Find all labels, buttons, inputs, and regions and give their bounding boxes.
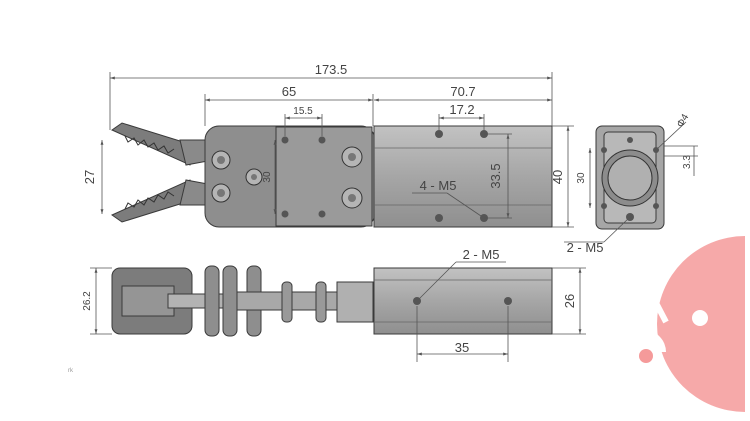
dim-side-height-left: 26.2 [82, 291, 93, 311]
end-view: 30 Φ4 3.3 2 - M5 [564, 112, 698, 255]
dim-body-section: 70.7 [450, 84, 475, 99]
pivot-screws [211, 136, 363, 218]
top-view: 173.5 65 70.7 15.5 17.2 27 30 33.5 40 4 … [82, 62, 574, 228]
side-cylinder-body [373, 267, 553, 335]
dim-body-height: 40 [550, 170, 565, 184]
dim-body-hole-spacing: 17.2 [449, 102, 474, 117]
watermark-logo [622, 236, 745, 412]
label-thread-top: 4 - M5 [420, 178, 457, 193]
cylinder-body [373, 125, 553, 228]
dim-end-hole-offset: 3.3 [682, 155, 693, 169]
corner-mark: rk [68, 368, 74, 374]
dim-side-hole-spacing: 35 [455, 340, 469, 355]
dim-side-height-right: 26 [562, 294, 577, 308]
label-thread-side: 2 - M5 [463, 247, 500, 262]
dim-end-hole-dia: Φ4 [675, 112, 692, 130]
dim-overall-length: 173.5 [315, 62, 348, 77]
dim-plate-hole-spacing: 15.5 [293, 106, 313, 117]
dim-end-inner: 30 [576, 172, 587, 184]
dim-jaw-opening: 27 [82, 170, 97, 184]
dim-jaw-section: 65 [282, 84, 296, 99]
dim-plate-height: 30 [262, 171, 273, 183]
side-view: 26.2 26 35 2 - M5 [82, 247, 586, 362]
label-thread-end: 2 - M5 [567, 240, 604, 255]
dim-body-hole-span: 33.5 [488, 163, 503, 188]
